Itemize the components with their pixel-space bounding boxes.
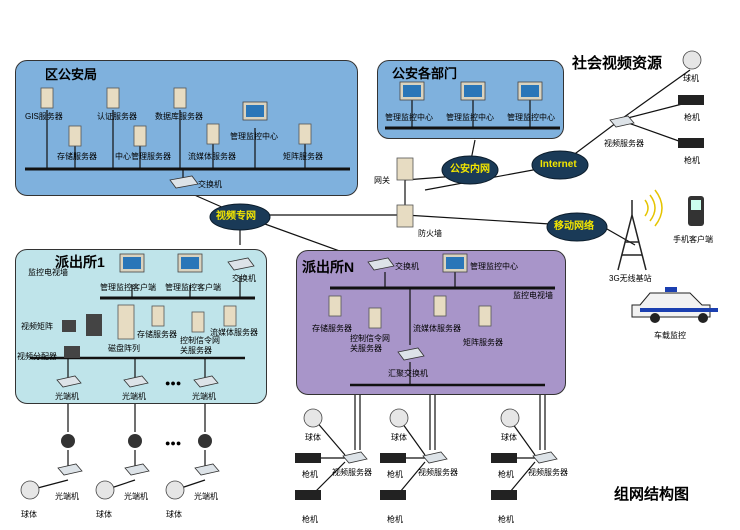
video-net-label: 视频专网 — [216, 211, 256, 222]
p1-dots1: ●●● — [165, 378, 182, 388]
gateway-label: 网关 — [374, 176, 390, 185]
p1-title: 派出所1 — [55, 254, 105, 270]
pn-agg-switch-label: 汇聚交换机 — [388, 369, 428, 378]
social-vs-label: 视频服务器 — [604, 139, 644, 148]
gis-label: GIS服务器 — [25, 112, 63, 121]
field-gun4-label: 枪机 — [387, 515, 403, 524]
p1-bottom-optical2-label: 光端机 — [124, 492, 148, 501]
internet-cloud — [531, 150, 589, 180]
dept-c2-label: 管理监控中心 — [446, 113, 494, 122]
field-gun5-label: 枪机 — [498, 470, 514, 479]
p1-matrix-label: 视频矩阵 — [21, 322, 53, 331]
pn-stream-label: 流媒体服务器 — [413, 324, 461, 333]
stream-label: 流媒体服务器 — [188, 152, 236, 161]
p1-disk-label: 磁盘阵列 — [108, 344, 140, 353]
pn-tvwall-label: 监控电视墙 — [513, 291, 553, 300]
dept-c3-label: 管理监控中心 — [507, 113, 555, 122]
storage-label: 存储服务器 — [57, 152, 97, 161]
p1-dome2-label: 球体 — [96, 510, 112, 519]
social-dome-label: 球机 — [683, 74, 699, 83]
police-intranet-cloud — [441, 155, 499, 185]
db-label: 数据库服务器 — [155, 112, 203, 121]
depts-title: 公安各部门 — [392, 66, 458, 81]
firewall-label: 防火墙 — [418, 229, 442, 238]
police-car-icon — [631, 287, 718, 323]
matrix-label: 矩阵服务器 — [283, 152, 323, 161]
pn-signal-label: 控制信令网关服务器 — [350, 334, 390, 353]
p1-optical2-label: 光端机 — [122, 392, 146, 401]
p1-splitter-label: 视频分配器 — [17, 352, 57, 361]
pn-matrix-label: 矩阵服务器 — [463, 338, 503, 347]
field-vs3-label: 视频服务器 — [528, 468, 568, 477]
field-gun2-label: 枪机 — [302, 515, 318, 524]
mobile-phone-icon — [688, 196, 704, 226]
car-label: 车载监控 — [654, 331, 686, 340]
p1-client1-label: 管理监控客户端 — [100, 283, 156, 292]
mgmt-label: 管理监控中心 — [230, 132, 278, 141]
pn-title: 派出所N — [302, 259, 355, 275]
center-mgmt-label: 中心管理服务器 — [115, 152, 171, 161]
field-gun1-label: 枪机 — [302, 470, 318, 479]
diagram-caption: 组网结构图 — [614, 486, 690, 503]
field-gun3-label: 枪机 — [387, 470, 403, 479]
district-switch-label: 交换机 — [198, 180, 222, 189]
police-net-label: 公安内网 — [450, 164, 490, 175]
cell-tower-icon — [617, 189, 663, 271]
field-vs1-label: 视频服务器 — [332, 468, 372, 477]
field-dome2-label: 球体 — [391, 433, 407, 442]
auth-label: 认证服务器 — [97, 112, 137, 121]
station-n-panel — [296, 250, 566, 395]
p1-signal-label: 控制信令网关服务器 — [180, 336, 220, 355]
social-gun2-label: 枪机 — [684, 156, 700, 165]
district-title: 区公安局 — [45, 67, 98, 82]
p1-dome1-label: 球体 — [21, 510, 37, 519]
social-title: 社会视频资源 — [572, 55, 663, 72]
pn-storage-label: 存储服务器 — [312, 324, 352, 333]
field-dome3-label: 球体 — [501, 433, 517, 442]
p1-storage-label: 存储服务器 — [137, 330, 177, 339]
pn-switch-label: 交换机 — [395, 262, 419, 271]
p1-dome3-label: 球体 — [166, 510, 182, 519]
pn-mgmt-label: 管理监控中心 — [470, 262, 518, 271]
mobile-net-label: 移动网络 — [554, 221, 594, 232]
p1-bottom-optical3-label: 光端机 — [194, 492, 218, 501]
p1-stream-label: 流媒体服务器 — [210, 328, 258, 337]
field-dome1-label: 球体 — [305, 433, 321, 442]
video-network-cloud — [209, 203, 271, 231]
tower-label: 3G无线基站 — [609, 274, 652, 283]
p1-client2-label: 管理监控客户端 — [165, 283, 221, 292]
p1-switch-label: 交换机 — [232, 274, 256, 283]
dept-c1-label: 管理监控中心 — [385, 113, 433, 122]
p1-dots2: ●●● — [165, 438, 182, 448]
field-vs2-label: 视频服务器 — [418, 468, 458, 477]
social-gun1-label: 枪机 — [684, 113, 700, 122]
p1-bottom-optical1-label: 光端机 — [55, 492, 79, 501]
p1-optical1-label: 光端机 — [55, 392, 79, 401]
internet-label: Internet — [540, 159, 577, 170]
mobile-network-cloud — [546, 212, 608, 242]
p1-optical3-label: 光端机 — [192, 392, 216, 401]
phone-label: 手机客户端 — [673, 235, 713, 244]
field-gun6-label: 枪机 — [498, 515, 514, 524]
p1-tvwall-label: 监控电视墙 — [28, 268, 68, 277]
